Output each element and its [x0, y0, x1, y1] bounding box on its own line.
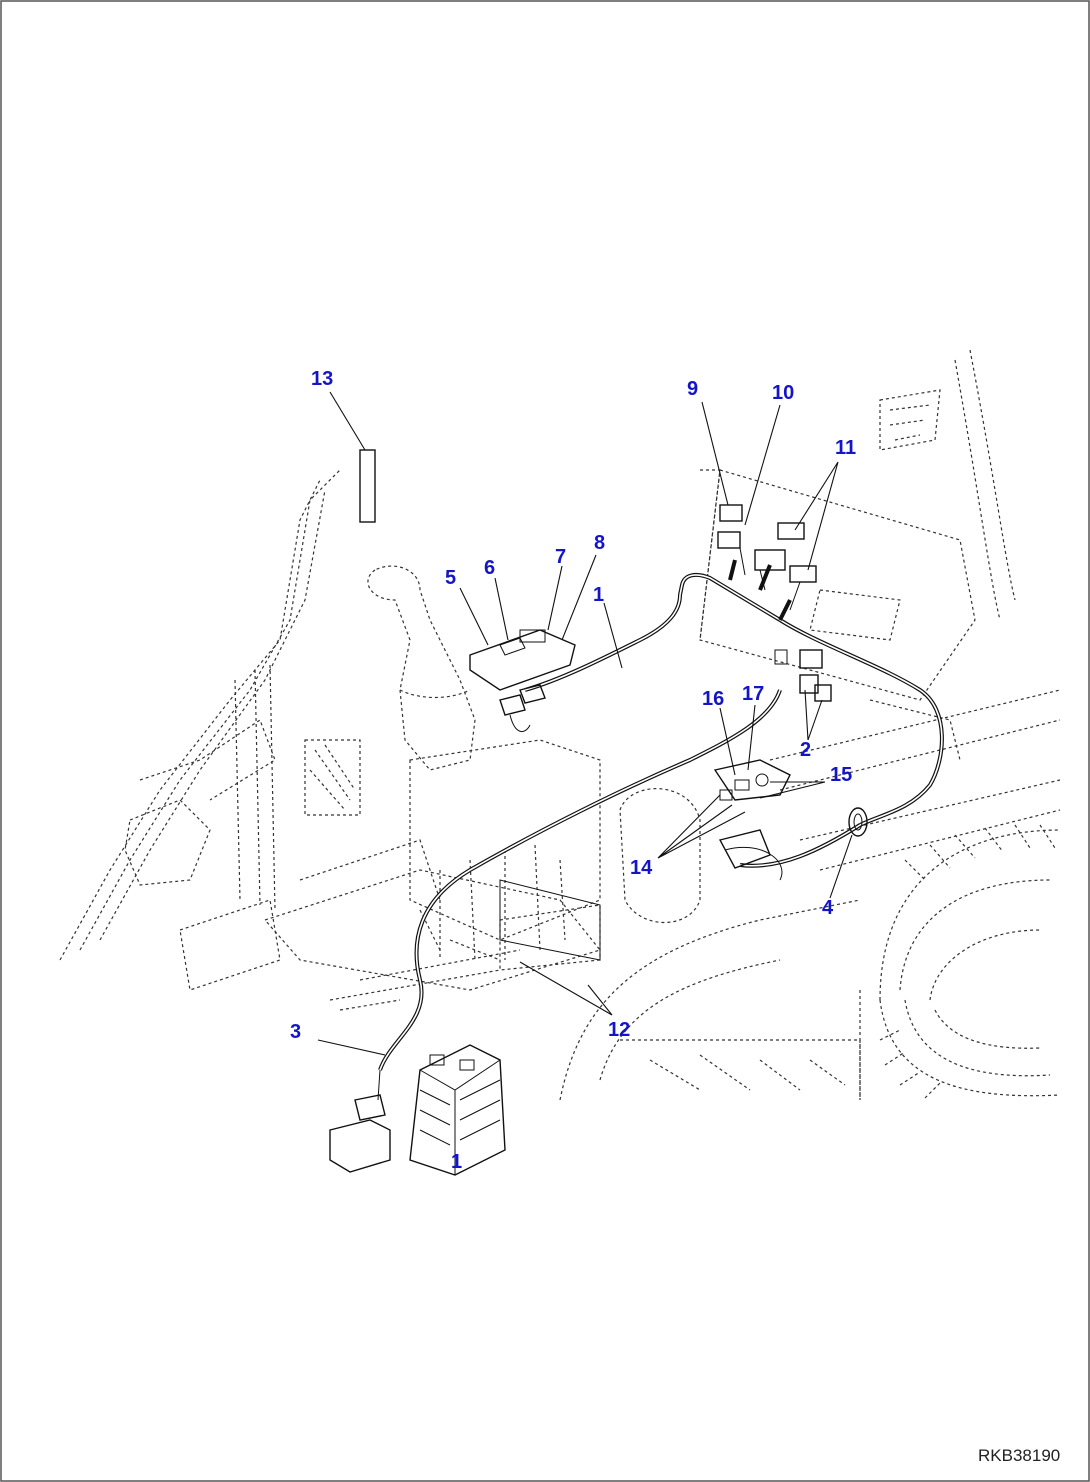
callout-6: 6 — [484, 557, 495, 579]
callout-4: 4 — [822, 897, 834, 919]
relay-cluster — [713, 759, 791, 881]
clamp-4 — [848, 807, 868, 837]
callout-3: 3 — [290, 1021, 301, 1043]
cover-12 — [499, 879, 601, 961]
callout-1-upper: 1 — [593, 584, 604, 606]
callout-16: 16 — [702, 688, 724, 710]
callout-12: 12 — [608, 1019, 630, 1041]
callout-10: 10 — [772, 382, 794, 404]
switch-panel — [469, 629, 576, 733]
callout-11: 11 — [835, 437, 856, 459]
controller-unit — [329, 1044, 506, 1176]
callout-13: 13 — [311, 368, 333, 390]
leader-lines — [317, 391, 853, 1056]
callout-8: 8 — [594, 532, 605, 554]
callout-1-lower: 1 — [451, 1151, 462, 1173]
label-plate-13 — [359, 449, 376, 523]
callout-9: 9 — [687, 378, 698, 400]
callout-17: 17 — [742, 683, 764, 705]
callout-15: 15 — [830, 764, 852, 786]
callout-5: 5 — [445, 567, 456, 589]
machine-outline — [59, 349, 1061, 1101]
harness-assembly — [378, 559, 944, 1071]
callout-labels: 1 1 2 3 4 5 6 7 8 9 10 11 12 13 14 15 16… — [290, 368, 856, 1173]
wiring-harness-floor — [378, 689, 782, 1071]
connectors-upper — [717, 504, 817, 611]
drawing-id: RKB38190 — [978, 1446, 1060, 1465]
connectors-2 — [774, 649, 832, 702]
callout-2: 2 — [800, 739, 811, 761]
callout-14: 14 — [630, 857, 653, 879]
wiring-harness-main — [524, 572, 944, 827]
callout-7: 7 — [555, 546, 566, 568]
